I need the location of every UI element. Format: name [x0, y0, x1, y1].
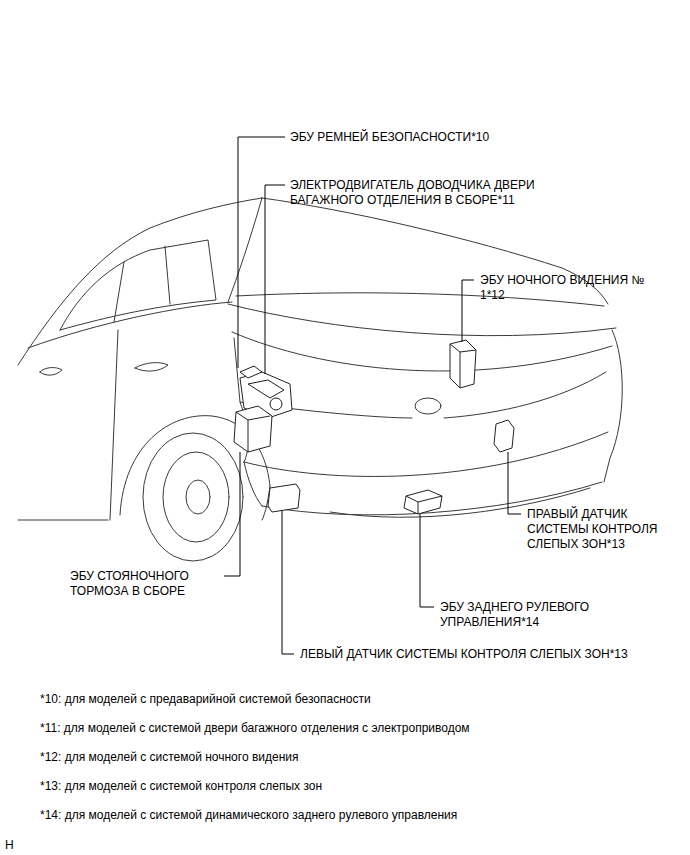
part-label: ПРАВЫЙ ДАТЧИК СИСТЕМЫ КОНТРОЛЯ СЛЕПЫХ ЗО…	[527, 507, 675, 552]
left-bsm-sensor	[268, 484, 300, 512]
seat-belt-ecu	[240, 366, 262, 378]
part-label: ЭЛЕКТРОДВИГАТЕЛЬ ДОВОДЧИКА ДВЕРИ БАГАЖНО…	[290, 178, 580, 208]
part-label: ЭБУ НОЧНОГО ВИДЕНИЯ № 1*12	[480, 273, 658, 303]
ecu-edge	[248, 420, 249, 452]
right-bsm-sensor	[494, 420, 514, 452]
components	[234, 340, 514, 514]
leader-lines	[224, 137, 521, 654]
leader-line	[508, 452, 521, 514]
footnote: *12: для моделей с системой ночного виде…	[40, 750, 299, 765]
car-body	[18, 198, 622, 561]
night-vision-ecu	[450, 340, 476, 388]
part-label: ЭБУ РЕМНЕЙ БЕЗОПАСНОСТИ*10	[290, 130, 489, 145]
part-label: ЛЕВЫЙ ДАТЧИК СИСТЕМЫ КОНТРОЛЯ СЛЕПЫХ ЗОН…	[300, 647, 628, 662]
footnote: *14: для моделей с системой динамическог…	[40, 808, 457, 823]
leader-line	[282, 511, 294, 654]
part-label: ЭБУ СТОЯНОЧНОГО ТОРМОЗА В СБОРЕ	[70, 569, 220, 599]
ecu-edge	[406, 496, 442, 514]
leader-line	[238, 137, 285, 368]
ecu-edge	[236, 412, 270, 420]
motor-detail	[248, 380, 284, 398]
parking-brake-ecu	[234, 406, 272, 452]
figure-id: H	[5, 838, 14, 853]
leader-line	[462, 280, 474, 342]
ecu-edge	[450, 344, 476, 388]
footnote: *11: для моделей с системой двери багажн…	[40, 721, 470, 736]
motor-gear	[270, 398, 282, 410]
leader-line	[265, 185, 285, 374]
rear-steering-ecu	[404, 490, 442, 514]
footnote: *13: для моделей с системой контроля сле…	[40, 779, 322, 794]
leader-line	[224, 452, 240, 576]
part-label: ЭБУ ЗАДНЕГО РУЛЕВОГО УПРАВЛЕНИЯ*14	[440, 600, 625, 630]
footnote: *10: для моделей с предаварийной системо…	[40, 692, 371, 707]
leader-line	[420, 514, 434, 607]
